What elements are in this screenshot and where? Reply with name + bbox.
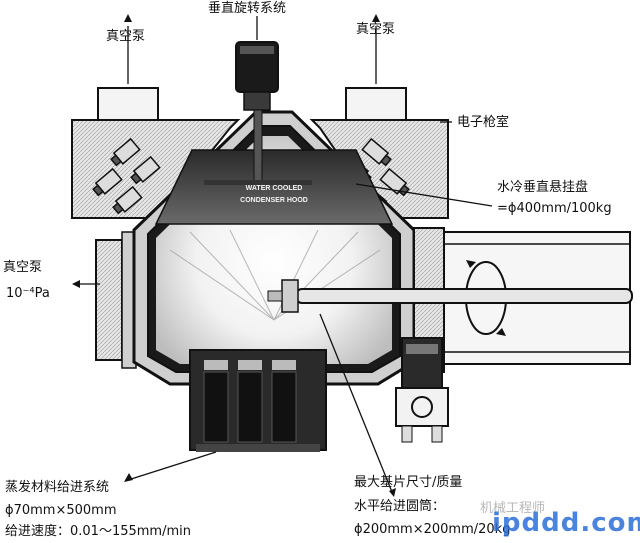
label-substrate-dims: ϕ200mm×200mm/20kg	[354, 522, 511, 537]
label-feed-system: 蒸发材料给进系统	[5, 480, 110, 495]
label-electron-gun-room: 电子枪室	[457, 115, 510, 130]
arrow-heads	[72, 14, 396, 497]
label-vacuum-pump-left: 真空泵	[3, 260, 43, 275]
label-substrate-max: 最大基片尺寸/质量	[354, 475, 463, 490]
hood-label-2: CONDENSER HOOD	[240, 197, 308, 204]
vertical-rotation-motor	[204, 41, 312, 185]
leader-lines	[80, 16, 493, 493]
label-horizontal-feed: 水平给进圆筒：	[354, 499, 446, 514]
watermark-faint-text: 机械工程师	[480, 501, 546, 516]
label-vertical-rotation: 垂直旋转系统	[208, 1, 287, 16]
label-vacuum-pressure: 10⁻⁴Pa	[6, 286, 50, 301]
water-cooled-condenser-hood: WATER COOLED CONDENSER HOOD	[154, 149, 394, 225]
vapor-rays	[169, 229, 381, 321]
hood-label-1: WATER COOLED	[246, 185, 303, 192]
feed-drive-motor	[395, 337, 449, 443]
horizontal-feed-cylinder	[267, 227, 633, 373]
label-vacuum-pump-top-left: 真空泵	[106, 29, 146, 44]
evaporation-feed-crucibles	[189, 349, 327, 452]
label-hanger-spec: =ϕ400mm/100kg	[497, 201, 612, 216]
electron-gun-array-left	[92, 137, 161, 215]
label-feed-speed: 给进速度：0.01～155mm/min	[5, 524, 191, 539]
vacuum-flange-left	[95, 231, 137, 369]
label-feed-dims: ϕ70mm×500mm	[5, 503, 117, 518]
label-vacuum-pump-top-right: 真空泵	[356, 22, 396, 37]
watermark-logo: ipddd.com	[492, 508, 640, 538]
label-water-cooled-hanger: 水冷垂直悬挂盘	[497, 180, 589, 195]
